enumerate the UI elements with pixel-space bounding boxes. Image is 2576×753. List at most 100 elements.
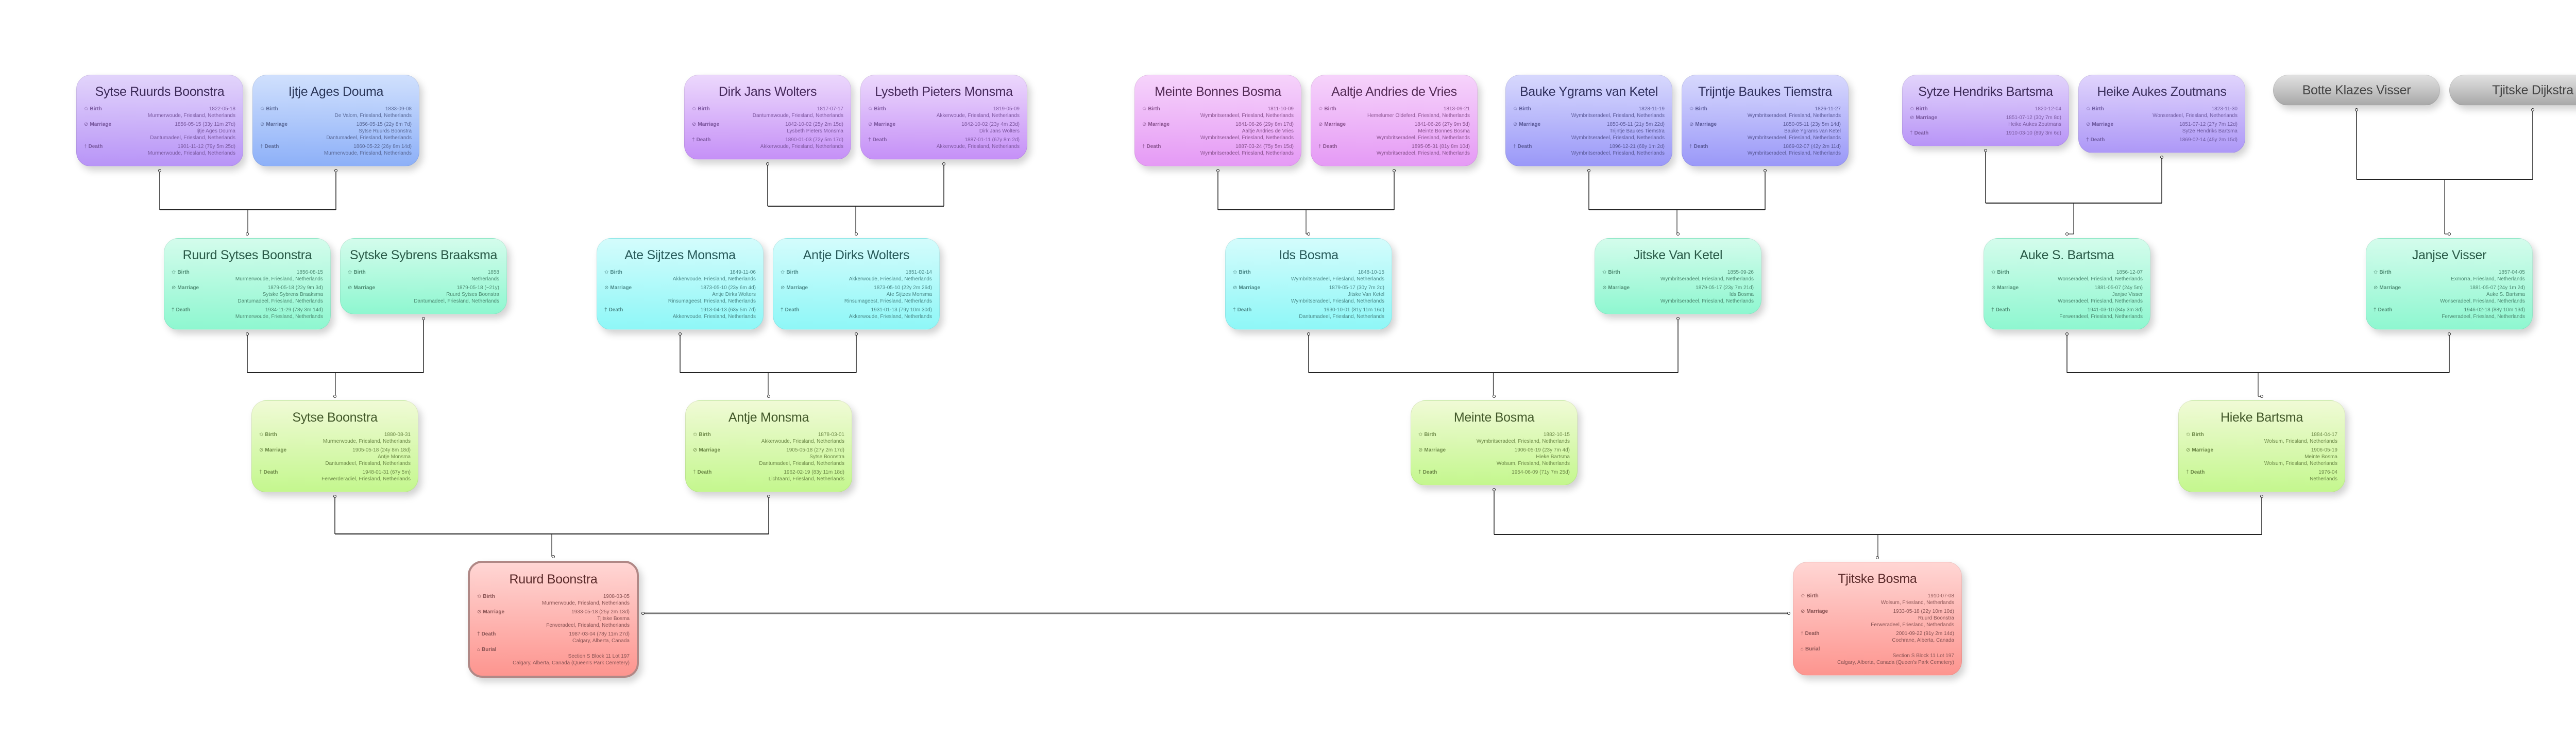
birth-detail-line: 1857-04-05 (2498, 270, 2525, 275)
marriage-detail-line: Janjse Visser (2112, 292, 2143, 297)
death-label-text: Death (696, 137, 711, 143)
marriage-detail-line: Antje Monsma (378, 454, 411, 460)
rings-icon: ⊘ (477, 609, 482, 615)
birth-label: ✩Birth (348, 269, 366, 282)
marriage-detail-line: Tjitske Bosma (597, 616, 630, 622)
connector-port (1216, 169, 1219, 172)
marriage-detail-line: Ferweradeel, Friesland, Netherlands (1871, 622, 1954, 628)
connector-port (1307, 332, 1310, 336)
marriage-label: ⊘Marriage (260, 121, 287, 141)
person-card[interactable]: Botte Klazes Visser (2273, 75, 2440, 106)
birth-label: ✩Birth (781, 269, 799, 282)
death-detail-line: 1869-02-07 (42y 2m 11d) (1783, 144, 1841, 149)
death-label-text: Death (176, 307, 191, 313)
birth-label-text: Birth (786, 270, 799, 275)
death-detail-line: Wymbritseradeel, Friesland, Netherlands (1747, 150, 1841, 156)
death-details: 1869-02-14 (45y 2m 15d) (2179, 137, 2238, 143)
death-detail-line: 1901-11-12 (79y 5m 25d) (177, 144, 235, 149)
person-card[interactable]: Tjitske Dijkstra (2449, 75, 2576, 106)
death-label: †Death (1418, 469, 1437, 476)
marriage-label: ⊘Marriage (1689, 121, 1717, 141)
burial-detail-line (1837, 646, 1954, 652)
death-label: †Death (172, 307, 190, 320)
star-icon: ✩ (692, 106, 697, 112)
marriage-label-text: Marriage (1997, 285, 2019, 291)
rings-icon: ⊘ (1602, 285, 1607, 291)
marriage-detail-line: 1851-07-12 (30y 7m 8d) (2006, 115, 2061, 121)
rings-icon: ⊘ (1418, 447, 1423, 453)
marriage-label: ⊘Marriage (693, 447, 720, 467)
star-icon: ✩ (477, 594, 482, 599)
connector-port (246, 332, 249, 336)
death-label-text: Death (1237, 307, 1252, 313)
rings-icon: ⊘ (604, 285, 609, 291)
death-label-text: Death (608, 307, 623, 313)
death-details: 1948-01-31 (67y 5m)Ferwerderadiel, Fries… (321, 469, 411, 482)
marriage-detail-line: 1850-05-11 (23y 5m 14d) (1783, 122, 1841, 127)
star-icon: ✩ (604, 270, 609, 275)
death-detail-line: Netherlands (2310, 476, 2337, 482)
rings-icon: ⊘ (2186, 447, 2191, 453)
connector-port (855, 232, 858, 236)
death-detail-line: 1931-01-13 (79y 10m 30d) (871, 307, 932, 313)
marriage-detail-line: Wonseradeel, Friesland, Netherlands (2058, 298, 2143, 304)
person-name: Antje Monsma (728, 410, 809, 425)
marriage-detail-line: Sytse Boonstra (809, 454, 844, 460)
birth-detail-line: Wonseradeel, Friesland, Netherlands (2058, 276, 2143, 282)
marriage-detail-line: 1879-05-17 (30y 7m 2d) (1329, 285, 1384, 291)
death-detail-line: 1913-04-13 (63y 5m 7d) (700, 307, 756, 313)
connector-port (1787, 612, 1790, 615)
death-detail-line: 1962-02-19 (83y 11m 18d) (784, 470, 844, 475)
birth-detail-line: 1882-10-15 (1543, 432, 1570, 438)
birth-label-text: Birth (1324, 106, 1336, 112)
death-details: 1860-05-22 (26y 8m 14d)Murmerwoude, Frie… (324, 143, 412, 157)
birth-label-text: Birth (483, 594, 495, 599)
death-label: †Death (1513, 143, 1532, 157)
marriage-detail-line: 1879-05-17 (23y 7m 21d) (1696, 285, 1754, 291)
birth-detail-line: 1858 (487, 270, 499, 275)
death-detail-line: 1860-05-22 (26y 8m 14d) (353, 144, 412, 149)
birth-detail-line: 1826-11-27 (1815, 106, 1841, 112)
tombstone-icon: ⌂ (1801, 646, 1804, 652)
marriage-label-text: Marriage (874, 122, 896, 127)
connector-port (1764, 169, 1767, 172)
